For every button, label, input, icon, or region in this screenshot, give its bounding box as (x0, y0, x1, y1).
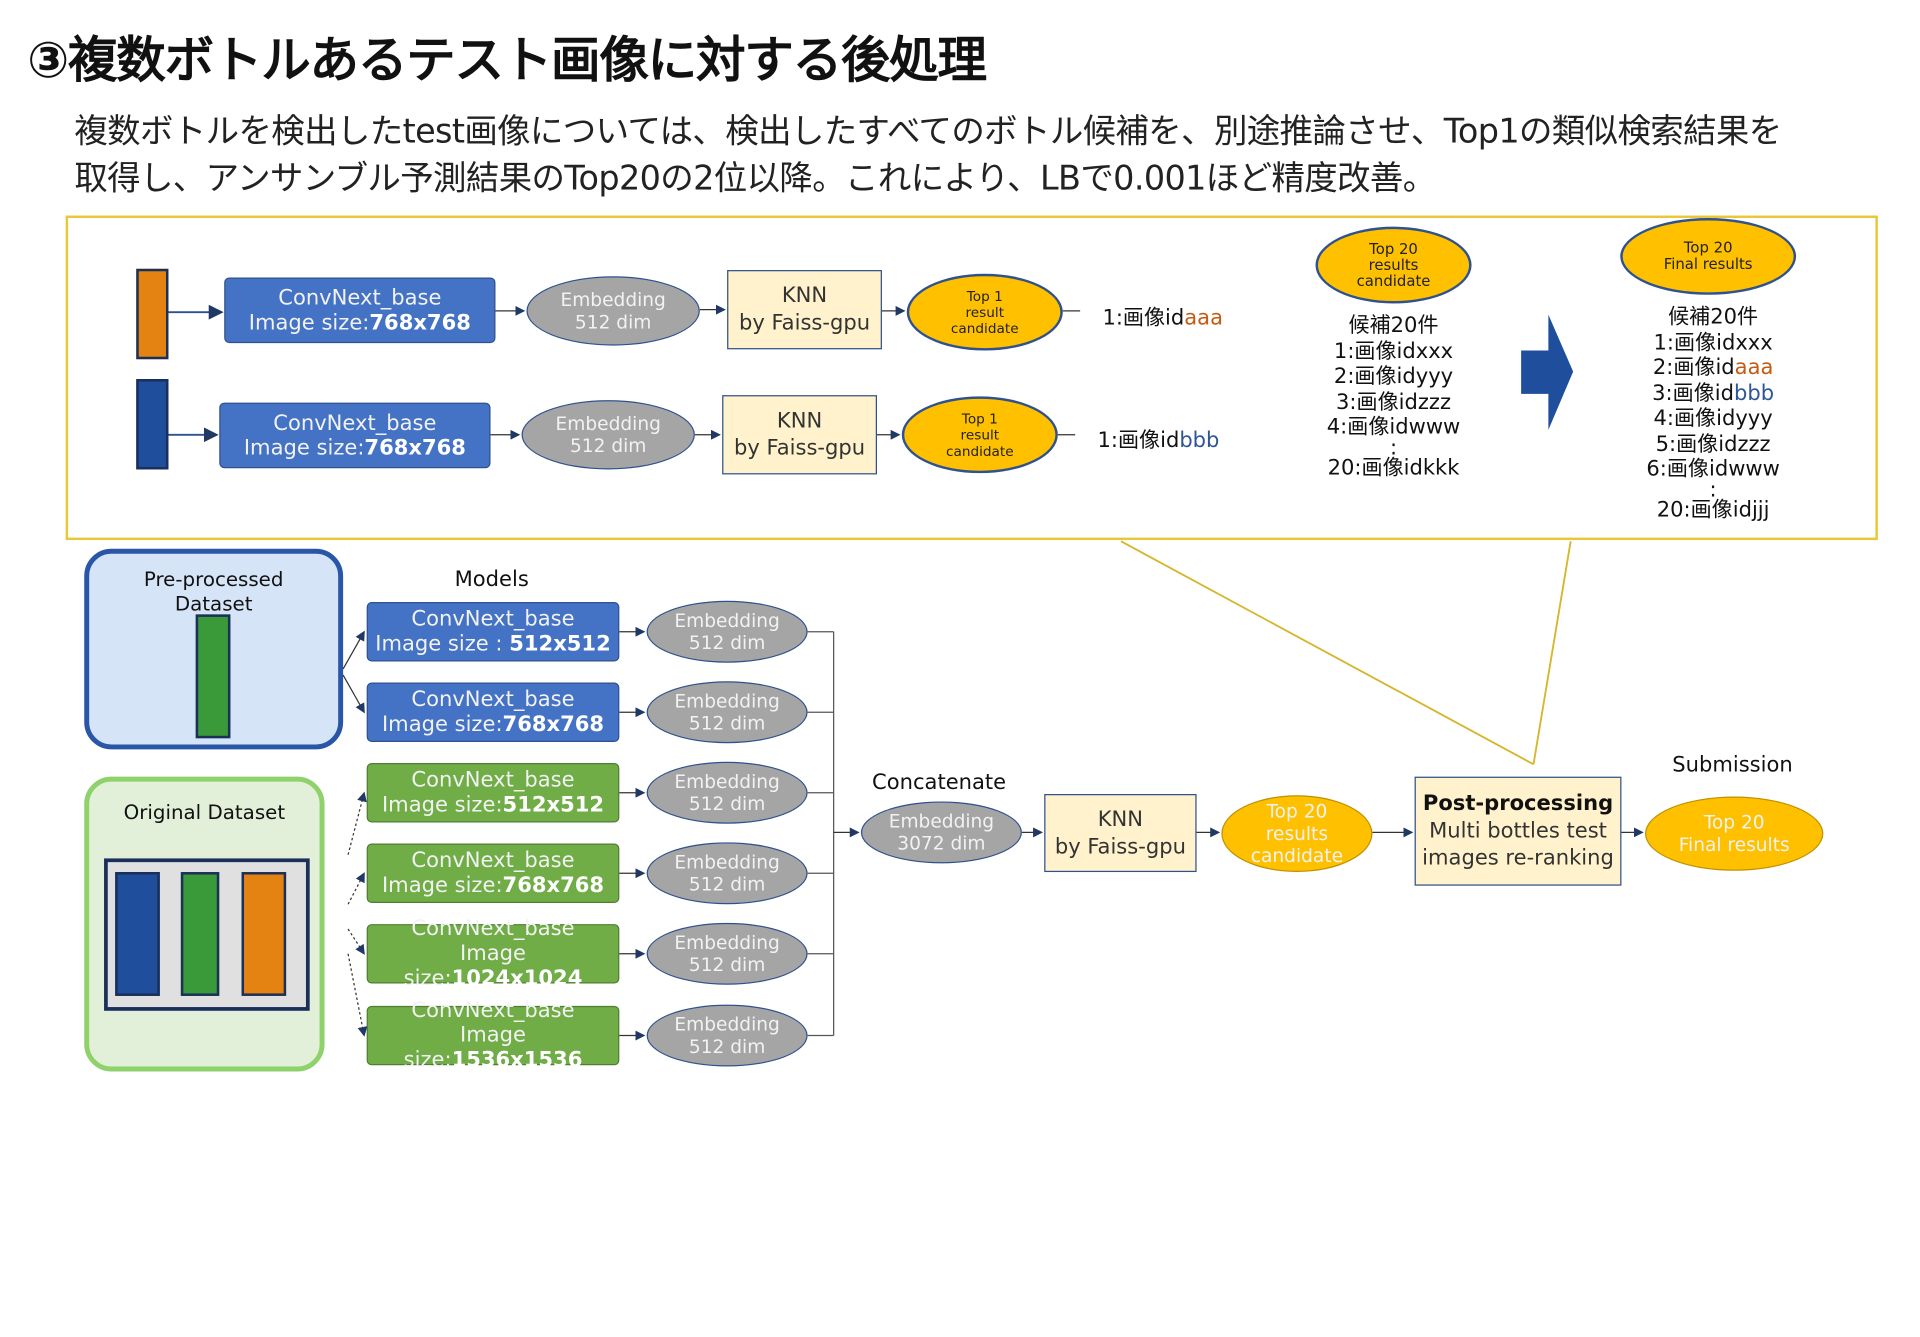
panel-top1-result-2-l3: candidate (945, 442, 1014, 459)
panel-model-1-size: Image size:768x768 (249, 310, 471, 335)
original-dataset-label: Original Dataset (123, 800, 286, 824)
panel-output-2: 1:画像idbbb (1097, 422, 1220, 454)
model-4: ConvNext_base Image size:768x768 (366, 843, 620, 904)
panel-model-1-name: ConvNext_base (278, 285, 442, 311)
subtitle-line-1: 複数ボトルを検出したtest画像については、検出したすべてのボトル候補を、別途推… (74, 112, 1782, 152)
final-oval: Top 20 Final results (1620, 218, 1797, 295)
final-item: 2:画像idaaa (1652, 355, 1774, 381)
candidates-oval-l1: Top 20 (1369, 239, 1418, 258)
candidate-ellipsis: : (1389, 435, 1398, 461)
final-item: 20:画像idjjj (1656, 497, 1770, 523)
submission-label: Submission (1672, 753, 1793, 778)
panel-model-1-size-prefix: Image size: (248, 310, 370, 336)
final-list: 候補20件 1:画像idxxx 2:画像idaaa 3:画像idbbb 4:画像… (1630, 305, 1796, 523)
candidate-item: 1:画像idxxx (1333, 338, 1454, 364)
panel-top1-result-2-l1: Top 1 (961, 410, 998, 427)
preprocessed-bottle-image (195, 614, 231, 739)
candidates-heading: 候補20件 (1348, 313, 1439, 339)
final-item: 1:画像idxxx (1653, 330, 1773, 355)
panel-top1-result-1-l2: result (965, 304, 1005, 321)
subtitle-line-2: 取得し、アンサンブル予測結果のTop20の2位以降。これにより、LBで0.001… (74, 159, 1436, 199)
panel-knn-1-sub: by Faiss-gpu (738, 310, 871, 336)
panel-output-2-id: bbb (1179, 428, 1220, 454)
candidates-oval-l3: candidate (1356, 271, 1431, 290)
panel-model-2-size-prefix: Image size: (243, 435, 365, 461)
panel-model-2-size: Image size:768x768 (244, 435, 466, 460)
multi-bottle-panel (65, 215, 1878, 541)
panel-knn-1: KNN by Faiss-gpu (727, 270, 882, 350)
panel-embedding-2: Embedding 512 dim (521, 400, 695, 470)
candidate-item: 4:画像idwww (1326, 414, 1461, 440)
page-title: ③複数ボトルあるテスト画像に対する後処理 (27, 32, 987, 90)
panel-embedding-1-label: Embedding (560, 288, 666, 311)
panel-top1-result-1-l1: Top 1 (966, 287, 1003, 305)
panel-knn-2: KNN by Faiss-gpu (722, 395, 877, 475)
post-processing-box: Post-processing Multi bottles test image… (1414, 776, 1622, 886)
candidate-item: 2:画像idyyy (1333, 364, 1454, 389)
final-item: 4:画像idyyy (1653, 406, 1773, 432)
panel-model-2-name: ConvNext_base (273, 410, 437, 436)
final-item: 3:画像idbbb (1652, 380, 1775, 406)
panel-top1-result-1: Top 1 result candidate (906, 273, 1063, 351)
panel-model-1-size-value: 768x768 (369, 310, 471, 336)
original-bottle-orange (241, 872, 287, 996)
final-item: 5:画像idzzz (1655, 431, 1771, 457)
concatenate-label: Concatenate (872, 770, 1007, 796)
candidate-item: 20:画像idkkk (1327, 455, 1460, 480)
original-bottle-green (180, 872, 220, 996)
panel-top1-result-2-l2: result (960, 426, 1000, 443)
big-arrow (1521, 314, 1574, 430)
panel-top1-result-2: Top 1 result candidate (901, 396, 1058, 474)
final-oval-l2: Final results (1663, 255, 1753, 273)
final-oval-l1: Top 20 (1683, 239, 1733, 257)
model-1: ConvNext_base Image size : 512x512 (366, 602, 620, 662)
panel-model-2: ConvNext_base Image size:768x768 (219, 402, 491, 469)
panel-knn-2-label: KNN (776, 408, 823, 434)
panel-embedding-1: Embedding 512 dim (526, 276, 700, 346)
panel-model-2-size-value: 768x768 (364, 435, 466, 461)
candidate-item: 3:画像idzzz (1336, 389, 1452, 415)
candidates-oval: Top 20 results candidate (1315, 226, 1472, 304)
panel-embedding-2-dim: 512 dim (569, 434, 647, 458)
panel-embedding-2-label: Embedding (555, 412, 661, 435)
panel-top1-result-1-l3: candidate (950, 320, 1019, 337)
final-ellipsis: : (1709, 477, 1717, 503)
final-item: 6:画像idwww (1646, 457, 1780, 482)
panel-output-1: 1:画像idaaa (1102, 300, 1223, 331)
panel-output-2-prefix: 1:画像id (1097, 428, 1180, 454)
panel-output-1-prefix: 1:画像id (1102, 305, 1185, 331)
candidates-list: 候補20件 1:画像idxxx 2:画像idyyy 3:画像idzzz 4:画像… (1313, 313, 1474, 480)
candidates-oval-l2: results (1368, 255, 1419, 274)
subtitle: 複数ボトルを検出したtest画像については、検出したすべてのボトル候補を、別途推… (74, 109, 1782, 203)
model-5: ConvNext_base Image size:1024x1024 (366, 917, 620, 991)
bottle-crop-blue (136, 379, 169, 470)
panel-model-1: ConvNext_base Image size:768x768 (224, 277, 496, 344)
panel-knn-2-sub: by Faiss-gpu (734, 436, 866, 461)
model-3: ConvNext_base Image size:512x512 (366, 763, 620, 823)
models-label: Models (454, 567, 529, 593)
panel-knn-1-label: KNN (781, 283, 828, 309)
original-bottle-blue (115, 872, 160, 996)
panel-embedding-1-dim: 512 dim (574, 310, 652, 334)
preprocessed-dataset-label: Pre-processed Dataset (143, 567, 284, 616)
model-2: ConvNext_base Image size:768x768 (366, 682, 620, 742)
panel-output-1-id: aaa (1184, 305, 1224, 331)
final-heading: 候補20件 (1668, 304, 1759, 330)
bottle-crop-orange (136, 268, 169, 360)
model-6: ConvNext_base Image size:1536x1536 (366, 998, 620, 1073)
